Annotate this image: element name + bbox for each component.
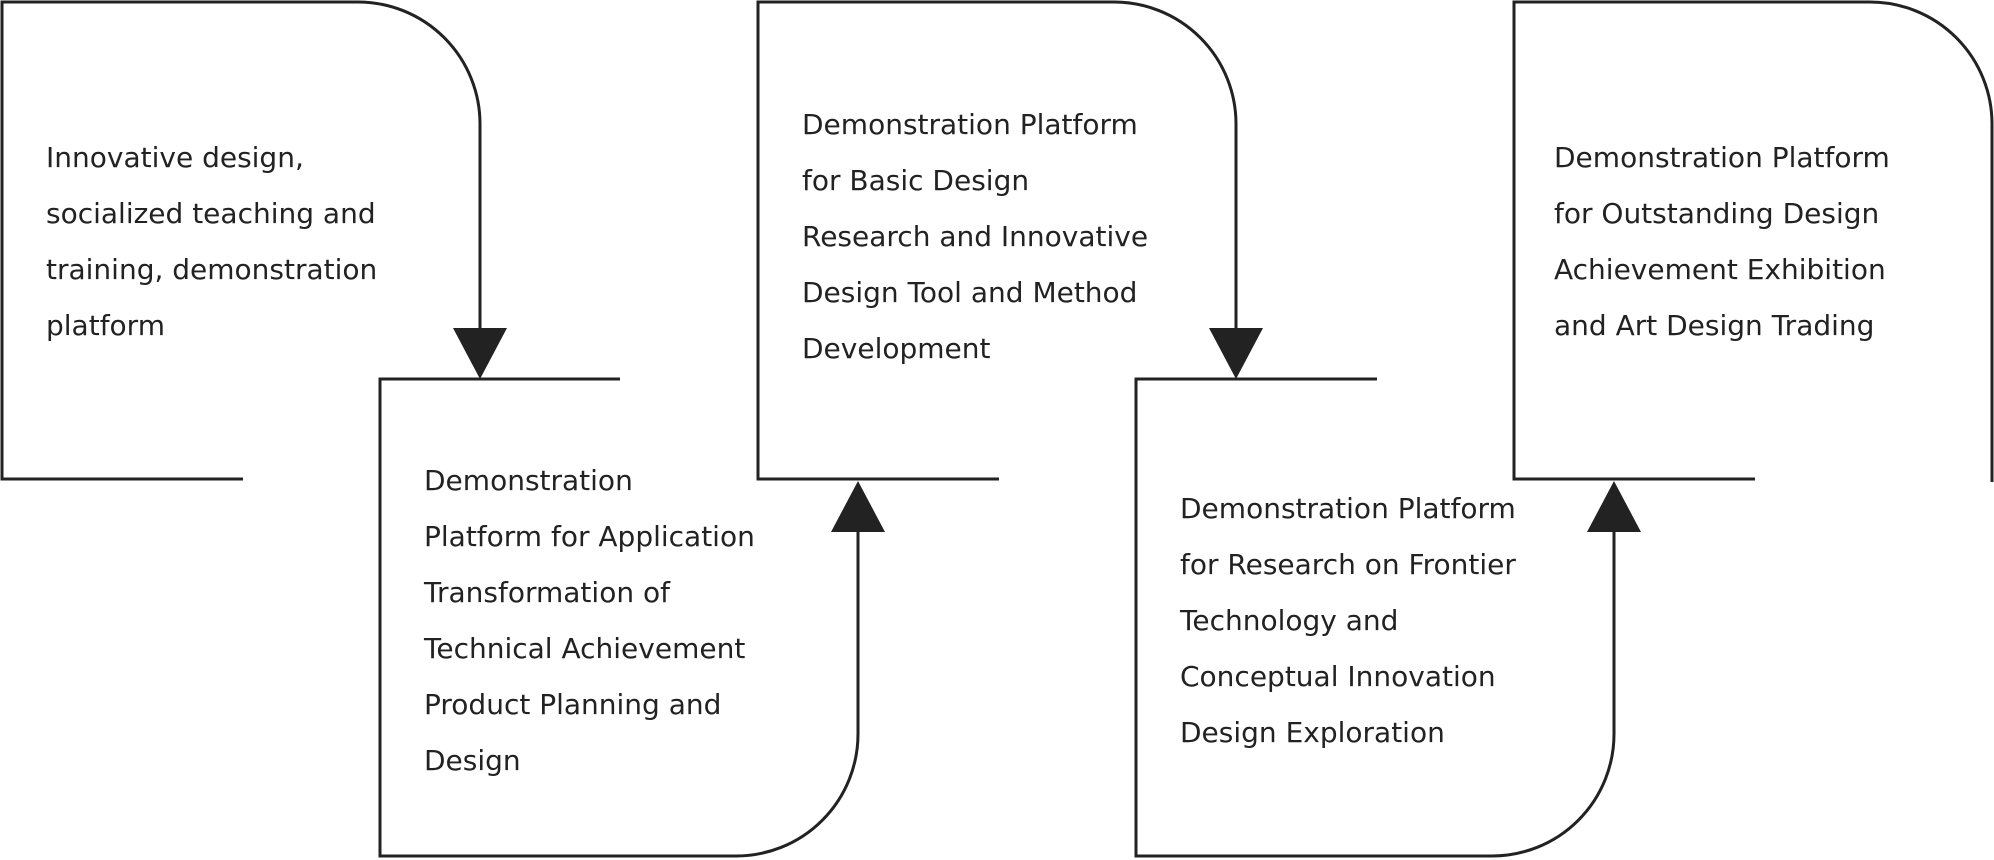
box-4-line-5: Design Exploration [1180, 716, 1445, 749]
box-1-outline [0, 0, 482, 481]
box-1-text: Innovative design, socialized teaching a… [46, 130, 377, 354]
box-1-line-2: socialized teaching and [46, 197, 376, 230]
box-5-line-1: Demonstration Platform [1554, 141, 1890, 174]
box-4-outline [1134, 377, 1616, 858]
box-3-line-1: Demonstration Platform [802, 108, 1138, 141]
box-1-line-1: Innovative design, [46, 141, 304, 174]
box-4-line-4: Conceptual Innovation [1180, 660, 1496, 693]
box-2-line-6: Design [424, 744, 521, 777]
box-3-line-4: Design Tool and Method [802, 276, 1138, 309]
box-3-line-5: Development [802, 332, 991, 365]
box-5-outline [1512, 0, 1994, 482]
box-1-line-3: training, demonstration [46, 253, 378, 286]
arrow-up-2-head [1587, 481, 1641, 532]
arrow-up-1-head [831, 481, 885, 532]
box-3-line-2: for Basic Design [802, 164, 1030, 197]
box-2-line-2: Platform for Application [424, 520, 755, 553]
box-2-line-5: Product Planning and [424, 688, 722, 721]
box-2-outline [378, 377, 860, 858]
box-1-line-4: platform [46, 309, 165, 342]
arrow-down-1-head [453, 328, 507, 379]
box-2-line-4: Technical Achievement [424, 632, 746, 665]
box-4-text: Demonstration Platform for Research on F… [1180, 481, 1516, 761]
box-5-line-4: and Art Design Trading [1554, 309, 1875, 342]
arrow-down-2-head [1209, 328, 1263, 379]
box-2-line-3: Transformation of [424, 576, 670, 609]
box-5-text: Demonstration Platform for Outstanding D… [1554, 130, 1890, 354]
box-2-text: Demonstration Platform for Application T… [424, 453, 755, 789]
box-4-line-2: for Research on Frontier [1180, 548, 1516, 581]
box-3-line-3: Research and Innovative [802, 220, 1149, 253]
box-2-line-1: Demonstration [424, 464, 633, 497]
box-5-line-2: for Outstanding Design [1554, 197, 1880, 230]
box-3-outline [756, 0, 1238, 481]
box-3-text: Demonstration Platform for Basic Design … [802, 97, 1148, 377]
box-4-line-1: Demonstration Platform [1180, 492, 1516, 525]
box-5-line-3: Achievement Exhibition [1554, 253, 1886, 286]
box-4-line-3: Technology and [1180, 604, 1399, 637]
